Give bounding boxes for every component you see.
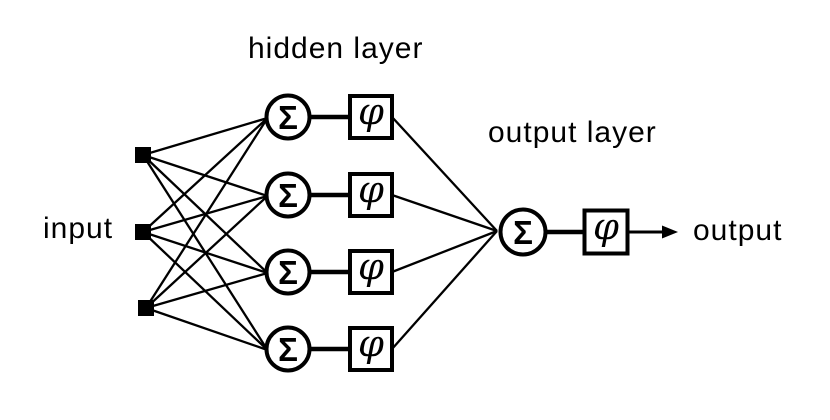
input-node: [135, 147, 151, 163]
sum-symbol: Σ: [278, 331, 298, 368]
input-to-hidden-connection: [145, 306, 268, 352]
sum-node: [264, 248, 312, 296]
activation-node: [348, 249, 394, 295]
hidden-layer-label: hidden layer: [248, 32, 423, 65]
activation-symbol: φ: [593, 205, 619, 248]
sum-symbol: Σ: [278, 177, 298, 214]
input-node: [138, 300, 154, 316]
output-layer-label: output layer: [488, 116, 657, 149]
activation-node: [348, 326, 394, 372]
activation-symbol: φ: [358, 90, 384, 133]
input-to-hidden-connection: [142, 117, 269, 233]
activation-node: [582, 208, 630, 256]
input-to-hidden-connection: [145, 195, 269, 309]
activation-symbol: φ: [358, 168, 384, 211]
hidden-to-output-connection: [391, 229, 498, 274]
activation-node: [348, 94, 394, 140]
sum-symbol: Σ: [278, 254, 298, 291]
activation-symbol: φ: [358, 245, 384, 288]
sum-node: [498, 207, 548, 257]
hidden-to-output-connection: [391, 230, 498, 350]
input-label: input: [43, 212, 113, 245]
hidden-to-output-connection: [391, 193, 498, 233]
sum-symbol: Σ: [278, 99, 298, 136]
hidden-to-output-connection: [391, 116, 498, 232]
edges-group: [142, 116, 498, 352]
output-label: output: [693, 214, 782, 247]
activation-node: [348, 172, 394, 218]
input-to-hidden-connection: [142, 116, 268, 157]
sum-node: [264, 171, 312, 219]
sum-node: [264, 325, 312, 373]
sum-symbol: Σ: [513, 214, 533, 251]
output-arrowhead: [662, 225, 678, 239]
input-to-hidden-connection: [145, 271, 268, 310]
input-node: [135, 224, 151, 240]
sum-node: [264, 93, 312, 141]
input-to-hidden-connection: [145, 117, 269, 309]
activation-symbol: φ: [358, 322, 384, 365]
